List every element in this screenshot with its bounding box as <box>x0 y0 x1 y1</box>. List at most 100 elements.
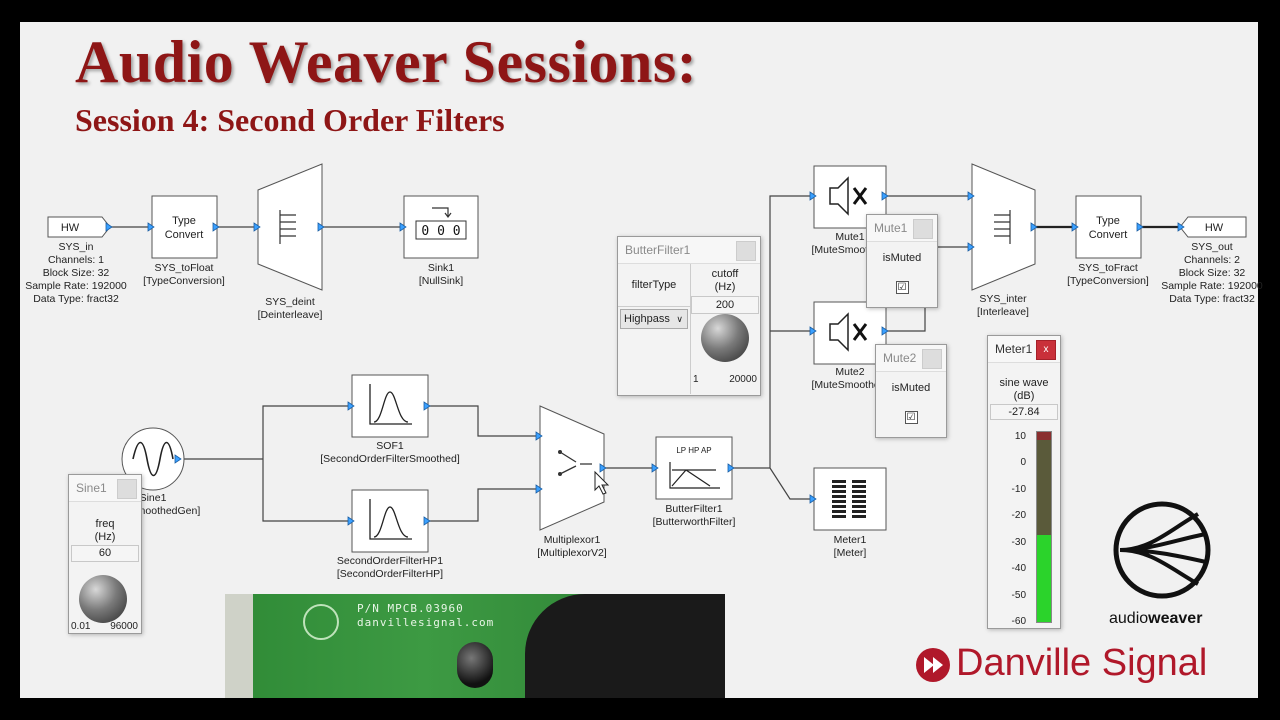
filter-curves-icon <box>669 462 720 489</box>
to-fract-text-1: Type <box>1096 215 1120 227</box>
meter-bars-icon <box>832 480 866 518</box>
to-float-output-pin[interactable] <box>212 222 220 232</box>
meter-value-field: -27.84 <box>990 404 1058 420</box>
mux-name: Multiplexor1 <box>544 534 601 546</box>
sofhp-block[interactable]: SecondOrderFilterHP1 [SecondOrderFilterH… <box>337 489 443 580</box>
sine-freq-knob[interactable] <box>79 575 127 623</box>
sof1-name: SOF1 <box>376 440 404 452</box>
to-float-text-1: Type <box>172 215 196 227</box>
inter-block[interactable]: SYS_inter [Interleave] <box>967 163 1038 318</box>
pcb-edge <box>225 594 253 698</box>
mute2-inspector-panel[interactable]: Mute2 isMuted ☑ <box>875 344 947 438</box>
meter-scale-tick: -50 <box>1011 589 1026 601</box>
mute2-ismuted-label: isMuted <box>891 382 931 394</box>
hw-out-input-pin[interactable] <box>1177 222 1185 232</box>
sof1-output-pin[interactable] <box>423 401 431 411</box>
butter-type: [ButterworthFilter] <box>653 516 736 528</box>
sine-inspector-panel[interactable]: Sine1 freq (Hz) 60 0.01 96000 <box>68 474 142 634</box>
pcb-capacitor <box>457 642 493 688</box>
to-fract-block[interactable]: Type Convert SYS_toFract [TypeConversion… <box>1067 195 1149 287</box>
sink-input-pin[interactable] <box>399 222 407 232</box>
hw-in-output-pin[interactable] <box>105 222 113 232</box>
cutoff-range-max: 20000 <box>729 374 757 385</box>
mute2-input-pin[interactable] <box>809 326 817 336</box>
sink-block[interactable]: 0 0 0 Sink1 [NullSink] <box>399 195 479 287</box>
inter-output-pin[interactable] <box>1030 222 1038 232</box>
meter-inspector-close-button[interactable]: x <box>1036 340 1056 360</box>
sofhp-input-pin[interactable] <box>347 516 355 526</box>
wire-sof1-mux <box>428 405 540 437</box>
filtertype-select-value: Highpass <box>624 313 670 325</box>
mute1-output-pin[interactable] <box>881 191 889 201</box>
hw-out-shape <box>1179 216 1247 238</box>
hw-out-line-1: Channels: 2 <box>1184 254 1240 266</box>
deint-shape <box>257 163 323 291</box>
to-fract-output-pin[interactable] <box>1136 222 1144 232</box>
mux-input-pin-1[interactable] <box>535 431 543 441</box>
meter-scale-tick: -20 <box>1011 510 1026 522</box>
hw-in-block[interactable]: HW SYS_in Channels: 1 Block Size: 32 Sam… <box>25 216 127 305</box>
sofhp-name: SecondOrderFilterHP1 <box>337 555 443 567</box>
butter-output-pin[interactable] <box>727 463 735 473</box>
deint-input-pin[interactable] <box>253 222 261 232</box>
butter-inspector-panel[interactable]: ButterFilter1 filterType Highpass ∨ cuto… <box>617 236 761 396</box>
to-float-block[interactable]: Type Convert SYS_toFloat [TypeConversion… <box>143 195 225 287</box>
sof1-block[interactable]: SOF1 [SecondOrderFilterSmoothed] <box>320 374 460 465</box>
sine-range-max: 96000 <box>110 621 138 632</box>
sof1-shape <box>351 374 429 438</box>
mux-output-pin[interactable] <box>599 463 607 473</box>
filtertype-select[interactable]: Highpass ∨ <box>620 309 688 329</box>
inter-input-pin-2[interactable] <box>967 242 975 252</box>
to-float-shape <box>151 195 218 259</box>
sof1-input-pin[interactable] <box>347 401 355 411</box>
mute1-inspector-panel[interactable]: Mute1 isMuted ☑ <box>866 214 938 308</box>
meter-type: [Meter] <box>834 547 867 559</box>
meter-scale-tick: -30 <box>1011 536 1026 548</box>
inter-input-pin-1[interactable] <box>967 191 975 201</box>
pcb-logo-mark <box>303 604 339 640</box>
hw-in-name: SYS_in <box>58 241 93 253</box>
mute2-output-pin[interactable] <box>881 326 889 336</box>
cutoff-value-field[interactable]: 200 <box>691 296 759 314</box>
deint-output-pin[interactable] <box>317 222 325 232</box>
bandpass-icon <box>369 384 412 425</box>
mute1-ismuted-checkbox[interactable]: ☑ <box>895 281 909 294</box>
mute1-input-pin[interactable] <box>809 191 817 201</box>
meter-name: Meter1 <box>834 534 867 546</box>
butter-input-pin[interactable] <box>651 463 659 473</box>
butter-inspector-close-button[interactable] <box>736 241 756 261</box>
butter-col-filtertype: filterType Highpass ∨ <box>618 264 691 394</box>
inter-shape <box>971 163 1036 291</box>
sofhp-output-pin[interactable] <box>423 516 431 526</box>
mute-x-icon <box>852 187 868 205</box>
butter-col-cutoff: cutoff (Hz) 200 1 20000 <box>691 264 759 394</box>
mute-x-icon <box>852 323 868 341</box>
to-float-input-pin[interactable] <box>147 222 155 232</box>
sine-freq-value-field[interactable]: 60 <box>71 545 139 562</box>
cutoff-knob[interactable] <box>701 314 749 362</box>
sine-output-pin[interactable] <box>174 454 182 464</box>
mute2-block[interactable]: Mute2 [MuteSmoothed] <box>809 301 889 391</box>
sine-inspector-close-button[interactable] <box>117 479 137 499</box>
to-fract-input-pin[interactable] <box>1071 222 1079 232</box>
mute2-ismuted-checkbox[interactable]: ☑ <box>904 411 918 424</box>
audioweaver-wordmark-bold: weaver <box>1148 610 1203 627</box>
hw-out-block[interactable]: HW SYS_out Channels: 2 Block Size: 32 Sa… <box>1161 216 1263 305</box>
to-fract-text-2: Convert <box>1089 229 1128 241</box>
pcb-part-number: P/N MPCB.03960 <box>357 602 464 615</box>
sink-display <box>415 220 467 240</box>
mute1-inspector-close-button[interactable] <box>913 219 933 239</box>
meter-block[interactable]: Meter1 [Meter] <box>809 467 887 559</box>
meter-scale-tick: -40 <box>1011 563 1026 575</box>
mute2-inspector-close-button[interactable] <box>922 349 942 369</box>
hw-out-line-2: Block Size: 32 <box>1179 267 1246 279</box>
deint-name: SYS_deint <box>265 296 315 308</box>
butter-block[interactable]: LP HP AP ButterFilter1 [ButterworthFilte… <box>651 436 736 528</box>
meter-input-pin[interactable] <box>809 494 817 504</box>
mux-block[interactable]: Multiplexor1 [MultiplexorV2] <box>535 405 610 559</box>
mux-input-pin-2[interactable] <box>535 484 543 494</box>
deint-block[interactable]: SYS_deint [Deinterleave] <box>253 163 325 321</box>
highpass-icon <box>369 499 412 540</box>
